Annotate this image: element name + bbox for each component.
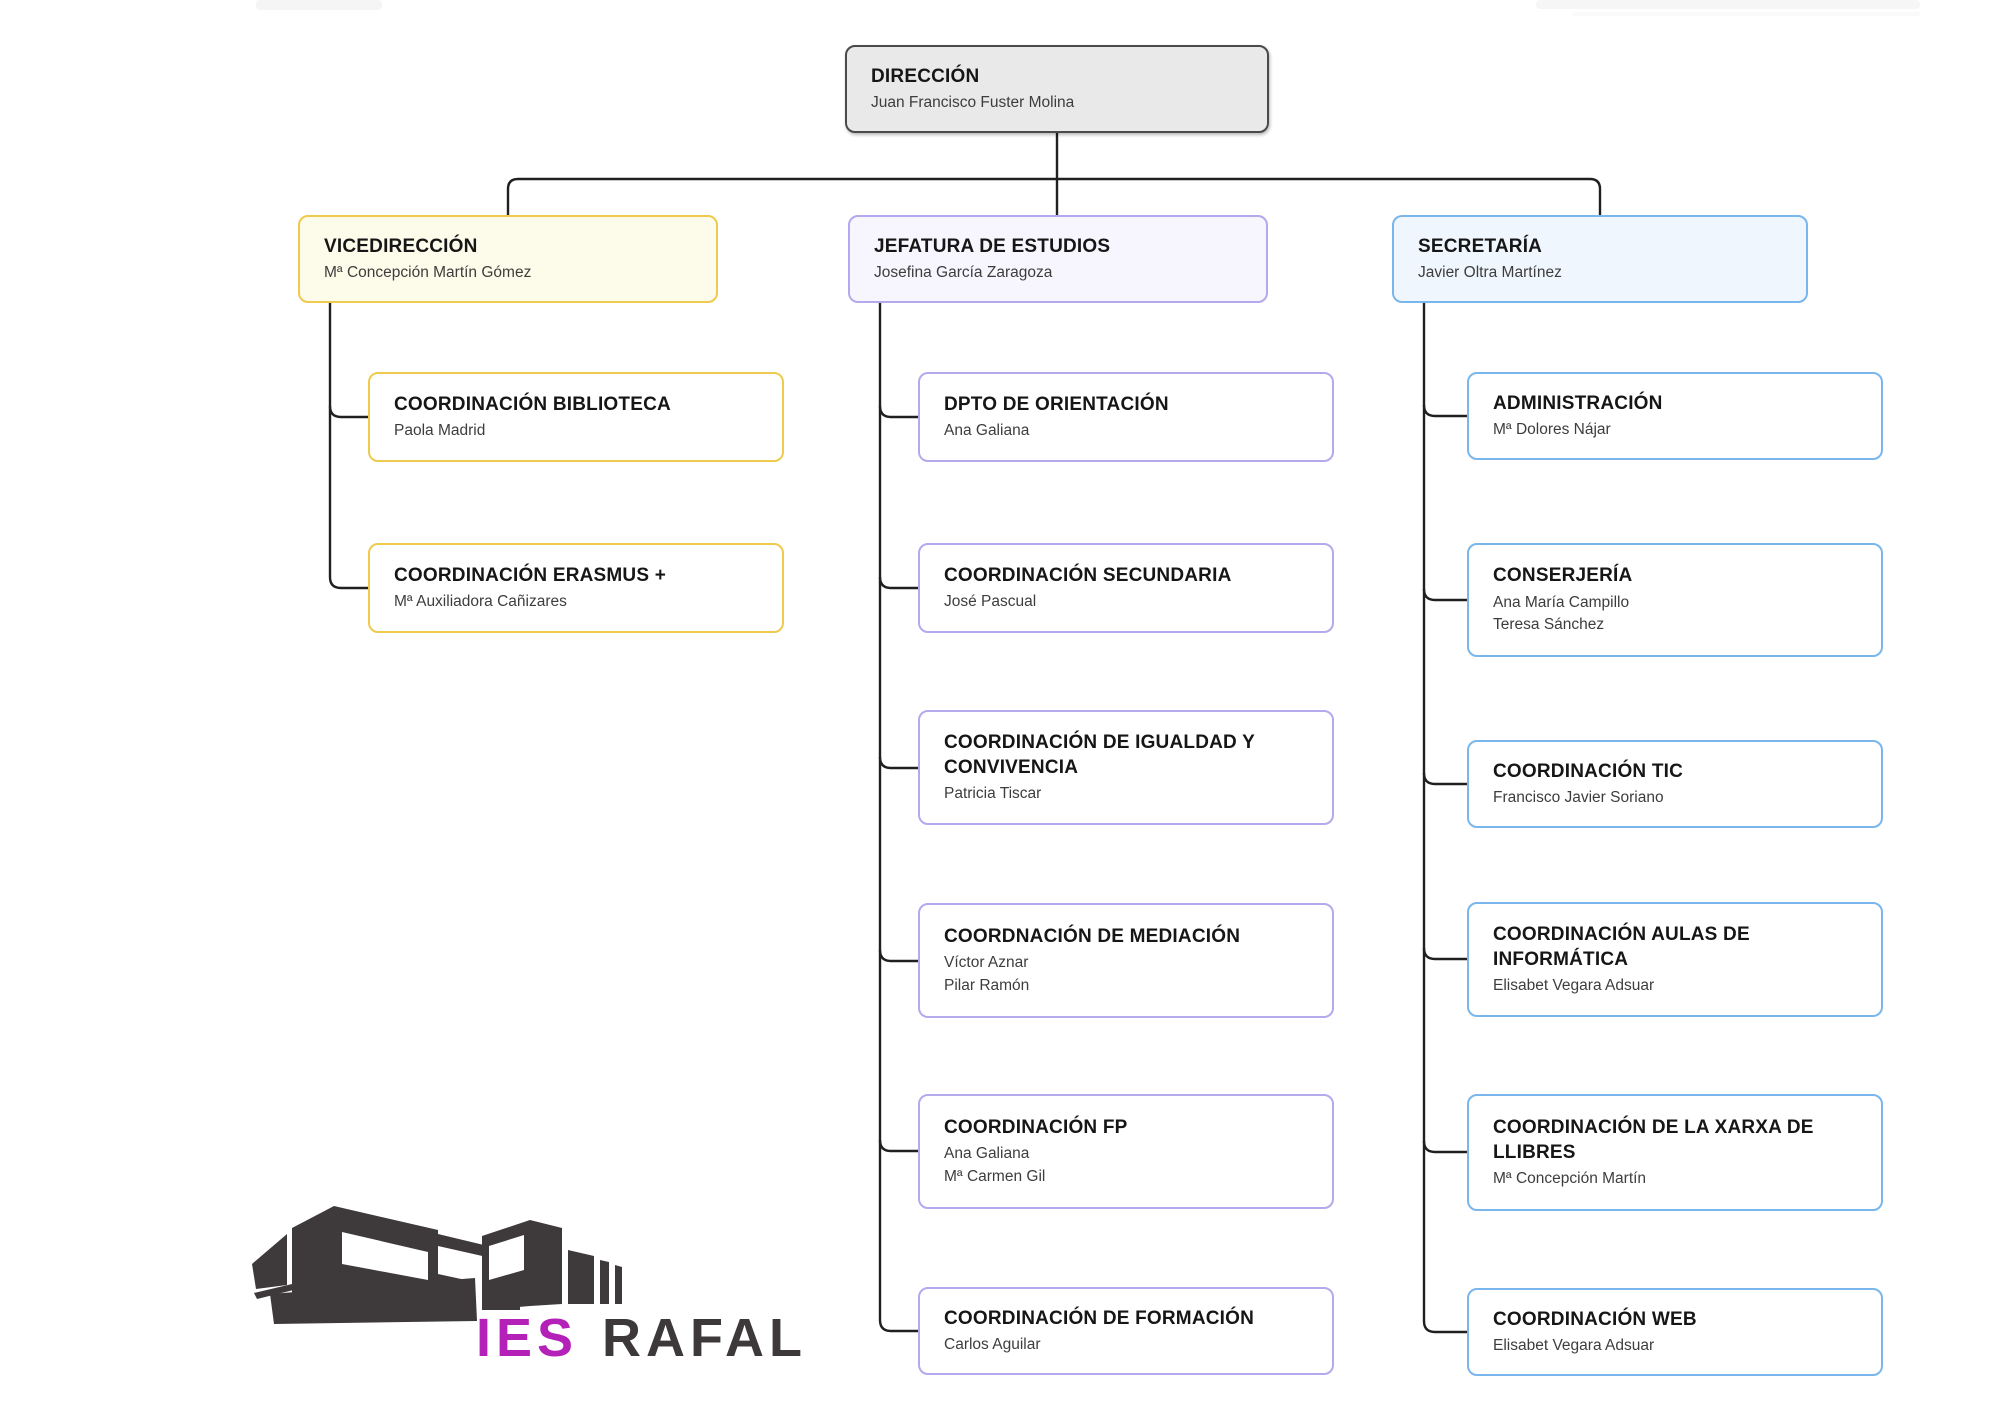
node-title: CONSERJERÍA (1493, 565, 1633, 587)
node-coordinacion-web: COORDINACIÓN WEB Elisabet Vegara Adsuar (1467, 1288, 1883, 1376)
node-title: COORDINACIÓN DE LA XARXA DE LLIBRES (1493, 1116, 1814, 1163)
node-member: Patricia Tiscar (944, 784, 1042, 802)
node-coordinacion-formacion: COORDINACIÓN DE FORMACIÓN Carlos Aguilar (918, 1287, 1334, 1375)
node-title: COORDINACIÓN BIBLIOTECA (394, 393, 671, 415)
connector-secretaria-trunk (1422, 303, 1467, 1334)
ies-rafal-logo: IES RAFAL (230, 1190, 810, 1410)
node-member: Juan Francisco Fuster Molina (871, 93, 1075, 111)
node-title: JEFATURA DE ESTUDIOS (874, 235, 1111, 257)
connector-secretaria-elbow (1422, 947, 1467, 961)
node-title: COORDINACIÓN TIC (1493, 760, 1684, 782)
node-member: Carlos Aguilar (944, 1335, 1041, 1353)
node-member: Víctor Aznar (944, 954, 1029, 972)
node-vicedireccion: VICEDIRECCIÓN Mª Concepción Martín Gómez (298, 215, 718, 303)
node-member: Elisabet Vegara Adsuar (1493, 1336, 1655, 1354)
top-edge-artifact (256, 0, 382, 10)
node-title: COORDNACIÓN DE MEDIACIÓN (944, 925, 1241, 947)
node-conserjeria: CONSERJERÍA Ana María Campillo Teresa Sá… (1467, 543, 1883, 657)
node-title: COORDINACIÓN DE FORMACIÓN (944, 1307, 1255, 1329)
node-member: Mª Concepción Martín (1493, 1169, 1647, 1187)
node-member: Mª Concepción Martín Gómez (324, 263, 532, 281)
node-coordinacion-fp: COORDINACIÓN FP Ana Galiana Mª Carmen Gi… (918, 1094, 1334, 1209)
node-title: COORDINACIÓN DE IGUALDAD Y CONVIVENCIA (944, 731, 1255, 778)
logo-text-rafal: RAFAL (602, 1308, 807, 1368)
logo-text-ies: IES (476, 1308, 578, 1368)
connector-root-bar (506, 177, 1602, 215)
connector-vice-trunk (328, 303, 368, 590)
connector-jefatura-elbow (878, 949, 918, 963)
node-member: Elisabet Vegara Adsuar (1493, 976, 1655, 994)
node-jefatura-de-estudios: JEFATURA DE ESTUDIOS Josefina García Zar… (848, 215, 1268, 303)
node-member: Ana María Campillo (1493, 593, 1630, 611)
node-member: Ana Galiana (944, 1145, 1030, 1163)
connector-secretaria-elbow (1422, 1140, 1467, 1154)
node-coordinacion-mediacion: COORDNACIÓN DE MEDIACIÓN Víctor Aznar Pi… (918, 903, 1334, 1018)
connector-secretaria-elbow (1422, 588, 1467, 602)
node-title: DIRECCIÓN (871, 65, 980, 87)
node-dpto-de-orientacion: DPTO DE ORIENTACIÓN Ana Galiana (918, 372, 1334, 462)
node-member: Pilar Ramón (944, 976, 1030, 994)
node-member: Mª Dolores Nájar (1493, 420, 1611, 438)
node-title: COORDINACIÓN WEB (1493, 1308, 1697, 1330)
top-edge-artifact (1572, 12, 1920, 16)
connector-jefatura-trunk (878, 303, 918, 1333)
node-member: Javier Oltra Martínez (1418, 263, 1562, 281)
node-member: José Pascual (944, 592, 1037, 610)
connector-jefatura-elbow (878, 756, 918, 770)
node-coordinacion-igualdad-convivencia: COORDINACIÓN DE IGUALDAD Y CONVIVENCIA P… (918, 710, 1334, 825)
node-administracion: ADMINISTRACIÓN Mª Dolores Nájar (1467, 372, 1883, 460)
top-edge-artifact (1536, 0, 1920, 9)
node-member: Teresa Sánchez (1493, 616, 1605, 634)
connector-jefatura-elbow (878, 576, 918, 590)
connector-vice-elbow (328, 405, 368, 419)
node-coordinacion-xarxa-llibres: COORDINACIÓN DE LA XARXA DE LLIBRES Mª C… (1467, 1094, 1883, 1211)
school-building-icon (252, 1206, 622, 1324)
node-title: ADMINISTRACIÓN (1493, 392, 1663, 414)
connector-secretaria-elbow (1422, 404, 1467, 418)
connector-jefatura-elbow (878, 405, 918, 419)
node-direccion: DIRECCIÓN Juan Francisco Fuster Molina (845, 45, 1269, 133)
node-coordinacion-tic: COORDINACIÓN TIC Francisco Javier Sorian… (1467, 740, 1883, 828)
node-coordinacion-biblioteca: COORDINACIÓN BIBLIOTECA Paola Madrid (368, 372, 784, 462)
node-title: COORDINACIÓN SECUNDARIA (944, 564, 1232, 586)
node-title: COORDINACIÓN AULAS DE INFORMÁTICA (1493, 923, 1750, 970)
node-member: Paola Madrid (394, 421, 486, 439)
node-coordinacion-aulas-informatica: COORDINACIÓN AULAS DE INFORMÁTICA Elisab… (1467, 902, 1883, 1017)
node-member: Francisco Javier Soriano (1493, 788, 1664, 806)
node-title: COORDINACIÓN ERASMUS + (394, 564, 667, 586)
node-title: VICEDIRECCIÓN (324, 235, 478, 257)
node-member: Mª Carmen Gil (944, 1167, 1046, 1185)
node-coordinacion-erasmus: COORDINACIÓN ERASMUS + Mª Auxiliadora Ca… (368, 543, 784, 633)
node-coordinacion-secundaria: COORDINACIÓN SECUNDARIA José Pascual (918, 543, 1334, 633)
node-title: SECRETARÍA (1418, 235, 1543, 257)
node-member: Ana Galiana (944, 421, 1030, 439)
node-title: COORDINACIÓN FP (944, 1116, 1128, 1138)
connector-secretaria-elbow (1422, 772, 1467, 786)
node-title: DPTO DE ORIENTACIÓN (944, 393, 1169, 415)
node-secretaria: SECRETARÍA Javier Oltra Martínez (1392, 215, 1808, 303)
node-member: Josefina García Zaragoza (874, 263, 1053, 281)
node-member: Mª Auxiliadora Cañizares (394, 592, 567, 610)
connector-jefatura-elbow (878, 1139, 918, 1153)
